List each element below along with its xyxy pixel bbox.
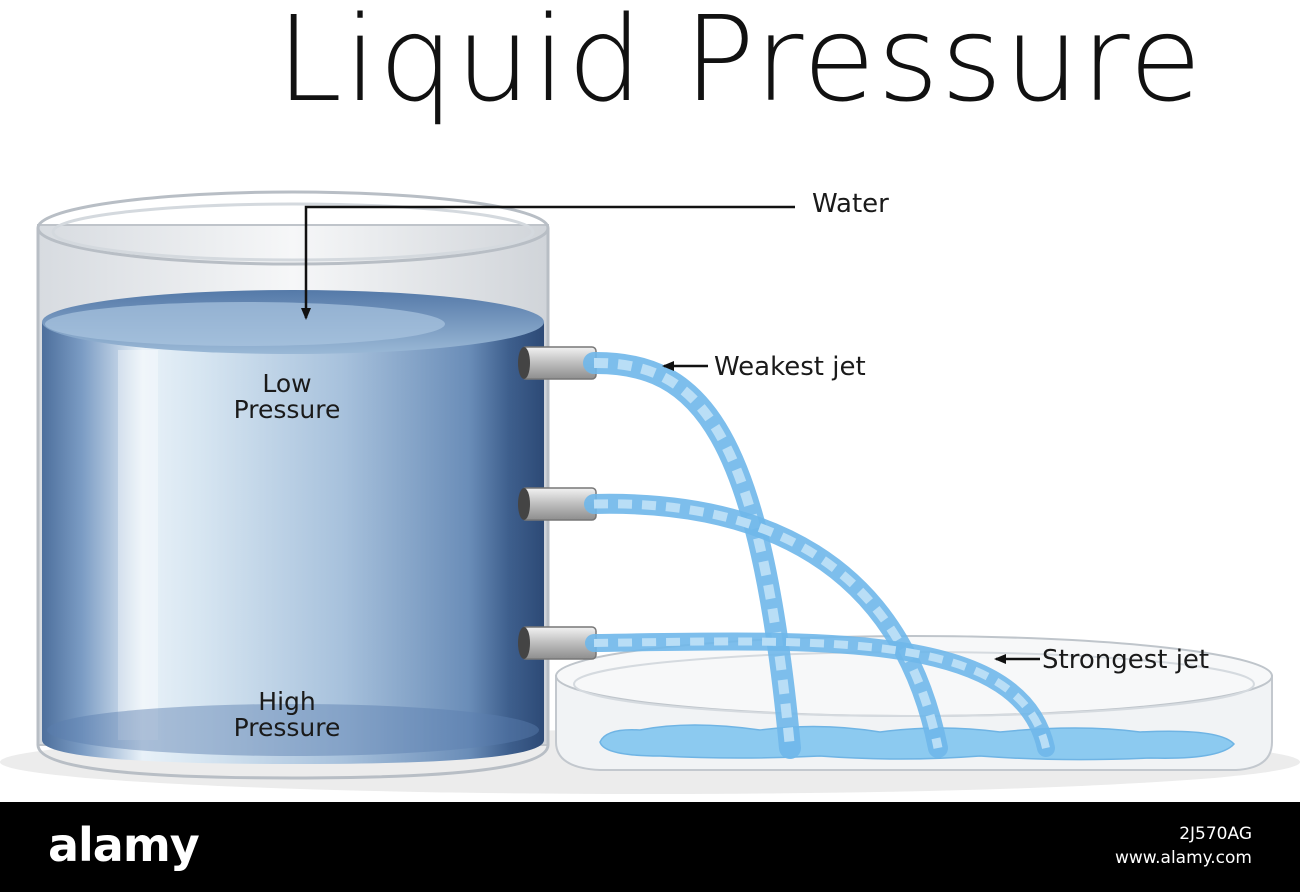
water-pointer-line (301, 205, 795, 320)
label-water: Water (812, 189, 889, 219)
label-high-pressure-line2: Pressure (234, 713, 341, 742)
footer-site: www.alamy.com (1114, 848, 1252, 868)
label-weakest-jet: Weakest jet (714, 352, 866, 382)
watermark-footer: alamy 2J570AG www.alamy.com (0, 802, 1300, 892)
label-high-pressure-line1: High (258, 687, 315, 716)
jet-middle (584, 493, 948, 758)
water-cylinder (36, 190, 550, 780)
footer-brand: alamy (48, 818, 200, 872)
page-title: Liquid Pressure (276, 0, 1203, 128)
jet-weakest (583, 351, 801, 759)
footer-image-id: 2J570AG (1179, 824, 1252, 844)
outlet-pipe-middle (518, 487, 597, 521)
label-low-pressure-line2: Pressure (234, 395, 341, 424)
outlet-pipe-bottom (518, 626, 597, 660)
water-column (42, 322, 544, 764)
label-strongest-jet: Strongest jet (1042, 645, 1209, 675)
outlet-pipe-top (518, 346, 597, 380)
label-low-pressure-line1: Low (262, 369, 311, 398)
water-pool (599, 724, 1235, 761)
footer-image-info: 2J570AG www.alamy.com (1115, 822, 1252, 870)
jet-strongest (585, 632, 1055, 757)
